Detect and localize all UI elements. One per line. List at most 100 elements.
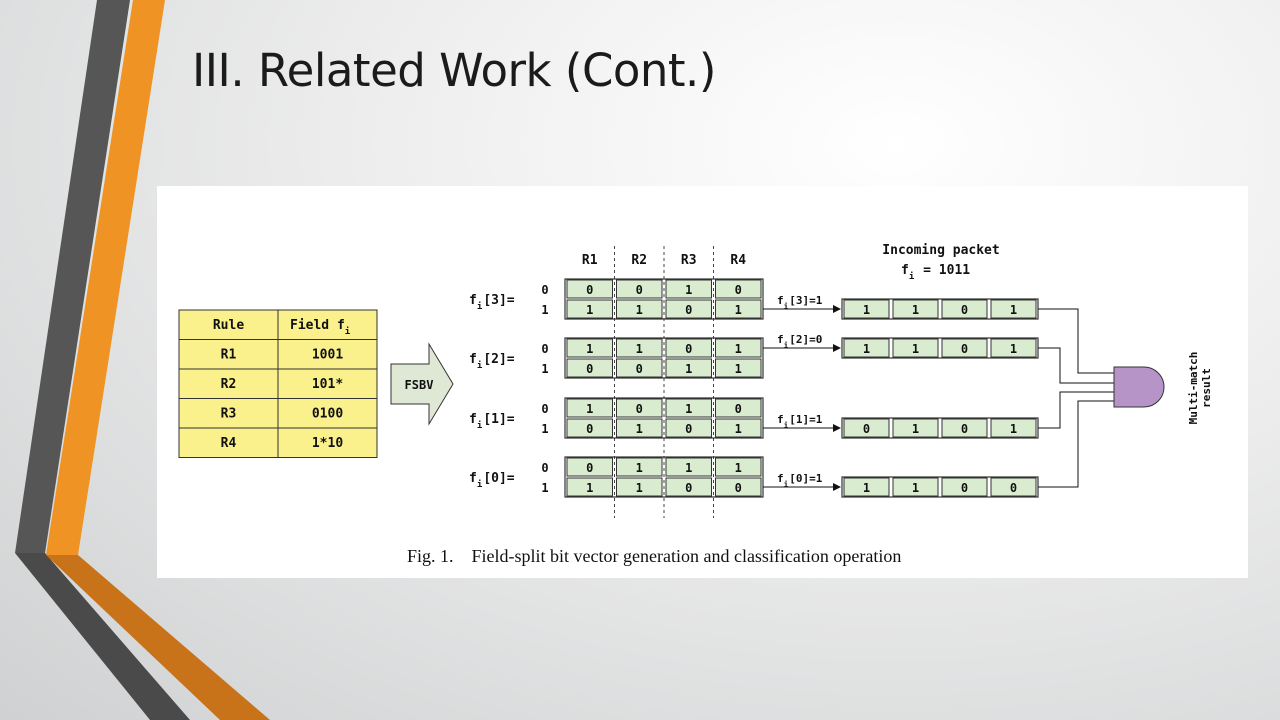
bit-vector-value: 1 [636, 481, 643, 495]
gate-input-wire [1038, 308, 1114, 374]
rule-table-cell-field: 0100 [312, 407, 343, 422]
bit-value-label: 0 [541, 283, 548, 297]
decor-orange-lower-stripe [46, 555, 270, 720]
bit-vector-value: 0 [636, 362, 643, 376]
bit-vector-value: 0 [636, 283, 643, 297]
incoming-packet-title: Incoming packet [882, 243, 999, 258]
bit-vector-value: 1 [685, 283, 692, 297]
bit-value-label: 1 [541, 303, 548, 317]
bit-vector-cell [616, 418, 663, 438]
output-vector-value: 0 [1010, 481, 1017, 495]
bit-vector-value: 1 [685, 362, 692, 376]
output-vector-cell [892, 338, 939, 358]
decor-dark-lower-stripe [15, 553, 190, 720]
bit-vector-value: 0 [586, 283, 593, 297]
output-vector-cell [892, 477, 939, 497]
bit-value-label: 0 [541, 342, 548, 356]
decor-dark-stripe [15, 0, 130, 553]
bit-vector-cell [616, 299, 663, 319]
bit-vector-value: 1 [586, 481, 593, 495]
fsbv-arrow-label: FSBV [405, 378, 434, 392]
bit-value-label: 1 [541, 362, 548, 376]
rule-table-cell-field: 1*10 [312, 436, 343, 451]
selection-label: fi[3]=1 [777, 294, 823, 311]
slide-title: III. Related Work (Cont.) [192, 44, 716, 97]
bit-vector-cell [566, 299, 613, 319]
rule-table-cell-rule: R4 [221, 436, 237, 451]
bit-vector-group-frame [564, 278, 764, 320]
bit-vector-cell [665, 279, 712, 299]
bit-value-label: 0 [541, 461, 548, 475]
output-vector-cell [843, 299, 890, 319]
decor-orange-stripe [46, 0, 165, 555]
fsbv-arrow [390, 342, 454, 426]
rule-table-cell-field: 101* [312, 377, 343, 392]
bit-vector-value: 0 [685, 481, 692, 495]
bit-vector-group-frame [564, 456, 764, 498]
bit-vector-cell [715, 398, 762, 418]
gate-input-wire [1038, 391, 1114, 429]
bit-vector-cell [566, 477, 613, 497]
output-vector-value: 1 [863, 303, 870, 317]
output-vector-value: 1 [1010, 342, 1017, 356]
bit-vector-cell [566, 358, 613, 378]
bit-value-label: 1 [541, 422, 548, 436]
figure-caption: Fig. 1.Field-split bit vector generation… [407, 546, 901, 566]
output-vector-cell [941, 299, 988, 319]
column-header-r3: R3 [681, 253, 697, 268]
column-header-r1: R1 [582, 253, 598, 268]
bit-vector-value: 0 [636, 402, 643, 416]
bit-position-label: fi[0]= [469, 471, 515, 490]
output-vector-cell [843, 338, 890, 358]
output-vector-value: 0 [961, 342, 968, 356]
multi-match-result-label: Multi-matchresult [1187, 352, 1213, 425]
bit-vector-value: 0 [685, 422, 692, 436]
bit-vector-value: 1 [685, 402, 692, 416]
rule-table-cell-rule: R2 [221, 377, 237, 392]
bit-vector-cell [665, 398, 712, 418]
bit-vector-value: 0 [735, 481, 742, 495]
bit-vector-group-frame [564, 337, 764, 379]
selection-label: fi[1]=1 [777, 413, 823, 430]
rule-table-cell-field: 1001 [312, 348, 343, 363]
bit-vector-value: 1 [586, 342, 593, 356]
bit-vector-cell [715, 338, 762, 358]
bit-value-label: 1 [541, 481, 548, 495]
bit-vector-value: 0 [586, 362, 593, 376]
output-vector-value: 0 [961, 422, 968, 436]
output-vector-value: 0 [961, 303, 968, 317]
bit-vector-value: 0 [586, 422, 593, 436]
rule-table-cell-rule: R3 [221, 407, 237, 422]
bit-vector-cell [566, 398, 613, 418]
rule-table-cell-rule: R1 [221, 348, 237, 363]
output-vector-value: 0 [961, 481, 968, 495]
incoming-packet-value: fi = 1011 [901, 263, 970, 282]
selection-label: fi[0]=1 [777, 472, 823, 489]
output-vector-value: 1 [912, 481, 919, 495]
bit-vector-value: 1 [636, 461, 643, 475]
bit-vector-value: 0 [685, 303, 692, 317]
bit-vector-cell [665, 338, 712, 358]
output-vector-value: 1 [912, 342, 919, 356]
bit-vector-value: 1 [586, 303, 593, 317]
output-vector-value: 1 [1010, 422, 1017, 436]
bit-vector-value: 1 [735, 362, 742, 376]
output-vector-cell [843, 418, 890, 438]
bit-position-label: fi[2]= [469, 352, 515, 371]
bit-vector-value: 1 [636, 422, 643, 436]
bit-vector-cell [665, 358, 712, 378]
selection-label: fi[2]=0 [777, 333, 822, 350]
bit-vector-cell [715, 457, 762, 477]
bit-vector-cell [665, 418, 712, 438]
bit-vector-cell [566, 338, 613, 358]
output-vector-cell [941, 338, 988, 358]
output-vector-value: 1 [912, 303, 919, 317]
bit-vector-value: 0 [685, 342, 692, 356]
bit-vector-cell [566, 418, 613, 438]
bit-vector-cell [665, 477, 712, 497]
bit-vector-value: 1 [735, 303, 742, 317]
gate-input-wire [1038, 400, 1114, 488]
output-vector-value: 0 [863, 422, 870, 436]
bit-vector-value: 1 [735, 342, 742, 356]
